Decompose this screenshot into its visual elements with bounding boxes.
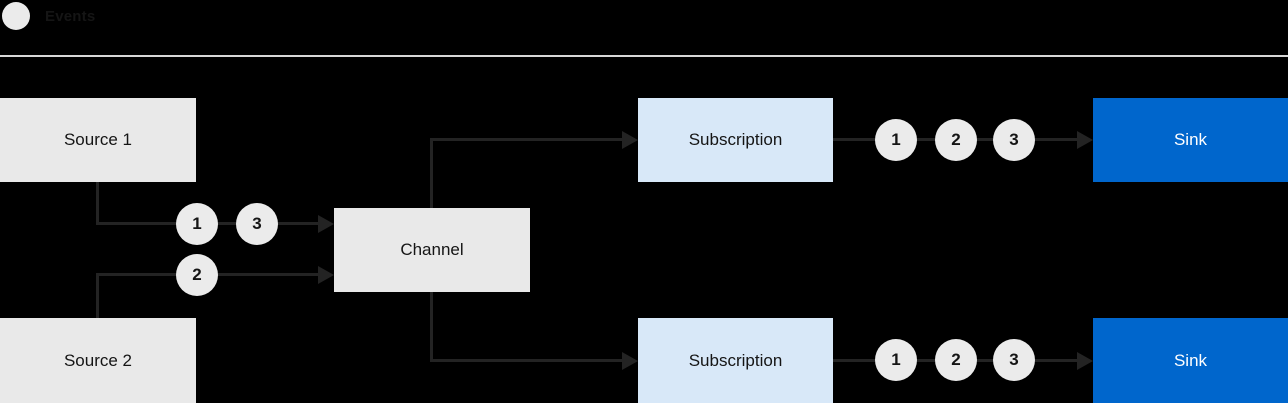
event-circle-icon <box>2 2 30 30</box>
event-marker: 1 <box>875 339 917 381</box>
event-marker: 1 <box>875 119 917 161</box>
legend-label: Events <box>45 7 96 25</box>
event-marker-number: 1 <box>891 350 901 369</box>
node-label: Source 1 <box>63 130 133 149</box>
legend: Events <box>2 2 95 30</box>
node-label: Sink <box>1173 350 1208 370</box>
event-marker: 3 <box>993 119 1035 161</box>
node-subscription-bottom: Subscription <box>638 318 833 403</box>
arrowhead-into-subscription-bottom <box>622 352 638 370</box>
node-channel: Channel <box>334 208 530 292</box>
event-marker-number: 1 <box>891 130 901 149</box>
event-marker-number: 2 <box>951 130 961 149</box>
arrowhead-into-subscription-top <box>622 131 638 149</box>
arrowhead-into-sink-top <box>1077 131 1093 149</box>
divider-line <box>0 55 1288 57</box>
connector-source1-stem <box>96 182 99 225</box>
connector-channel-down-stem <box>430 292 433 361</box>
connector-source2-stem <box>96 274 99 318</box>
node-label: Source 2 <box>63 350 133 370</box>
arrowhead-into-channel-top <box>318 215 334 233</box>
event-marker-number: 1 <box>192 214 202 233</box>
node-label: Sink <box>1173 130 1208 149</box>
node-sink-bottom: Sink <box>1093 318 1288 403</box>
event-marker-number: 2 <box>192 265 202 284</box>
node-label: Channel <box>400 240 464 259</box>
arrowhead-into-channel-bottom <box>318 266 334 284</box>
node-source-2: Source 2 <box>0 318 196 403</box>
node-label: Subscription <box>688 130 783 149</box>
arrowhead-into-sink-bottom <box>1077 352 1093 370</box>
event-marker: 3 <box>236 203 278 245</box>
event-marker: 1 <box>176 203 218 245</box>
connector-channel-to-subscription-bottom <box>430 359 622 362</box>
event-marker: 3 <box>993 339 1035 381</box>
event-marker-number: 2 <box>951 350 961 369</box>
connector-channel-to-subscription-top <box>430 138 622 141</box>
event-marker: 2 <box>935 119 977 161</box>
event-marker: 2 <box>935 339 977 381</box>
node-source-1: Source 1 <box>0 98 196 182</box>
event-marker-number: 3 <box>1009 130 1019 149</box>
node-subscription-top: Subscription <box>638 98 833 182</box>
connector-channel-up-stem <box>430 139 433 208</box>
event-marker-number: 3 <box>252 214 262 233</box>
node-label: Subscription <box>688 350 783 370</box>
event-marker: 2 <box>176 254 218 296</box>
event-marker-number: 3 <box>1009 350 1019 369</box>
node-sink-top: Sink <box>1093 98 1288 182</box>
